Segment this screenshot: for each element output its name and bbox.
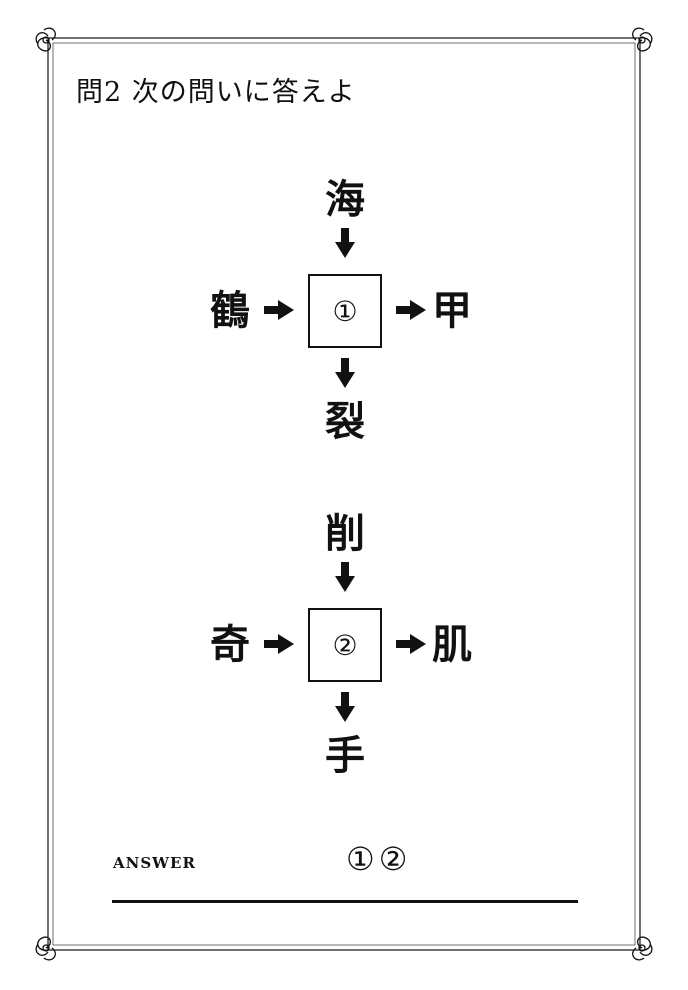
answer-label: ANSWER xyxy=(113,854,196,872)
answer-line[interactable] xyxy=(112,900,578,903)
kanji-left: 奇 xyxy=(210,622,250,668)
blank-slot-label: ② xyxy=(332,628,358,662)
corner-ornament-icon xyxy=(632,27,653,52)
kanji-top: 海 xyxy=(325,177,365,223)
kanji-bottom: 裂 xyxy=(325,399,365,445)
question-title: 問2 次の問いに答えよ xyxy=(76,77,356,108)
kanji-right: 甲 xyxy=(432,288,472,334)
arrow-down-icon xyxy=(335,562,355,592)
arrow-right-icon xyxy=(396,634,426,654)
arrow-down-icon xyxy=(335,228,355,258)
answer-slots: ①② xyxy=(346,840,412,878)
corner-ornament-icon xyxy=(35,27,56,52)
arrow-right-icon xyxy=(264,300,294,320)
blank-slot-label: ① xyxy=(332,294,358,328)
answer-box: ① xyxy=(308,274,382,348)
arrow-right-icon xyxy=(396,300,426,320)
kanji-top: 削 xyxy=(325,511,365,557)
corner-ornament-icon xyxy=(632,936,653,961)
kanji-puzzle-2: 削 奇 ② 肌 手 xyxy=(0,512,688,802)
kanji-left: 鶴 xyxy=(210,288,250,334)
kanji-puzzle-1: 海 鶴 ① 甲 裂 xyxy=(0,178,688,468)
arrow-down-icon xyxy=(335,692,355,722)
kanji-bottom: 手 xyxy=(325,733,365,779)
answer-box: ② xyxy=(308,608,382,682)
arrow-right-icon xyxy=(264,634,294,654)
corner-ornament-icon xyxy=(35,936,56,961)
kanji-right: 肌 xyxy=(432,622,472,668)
arrow-down-icon xyxy=(335,358,355,388)
